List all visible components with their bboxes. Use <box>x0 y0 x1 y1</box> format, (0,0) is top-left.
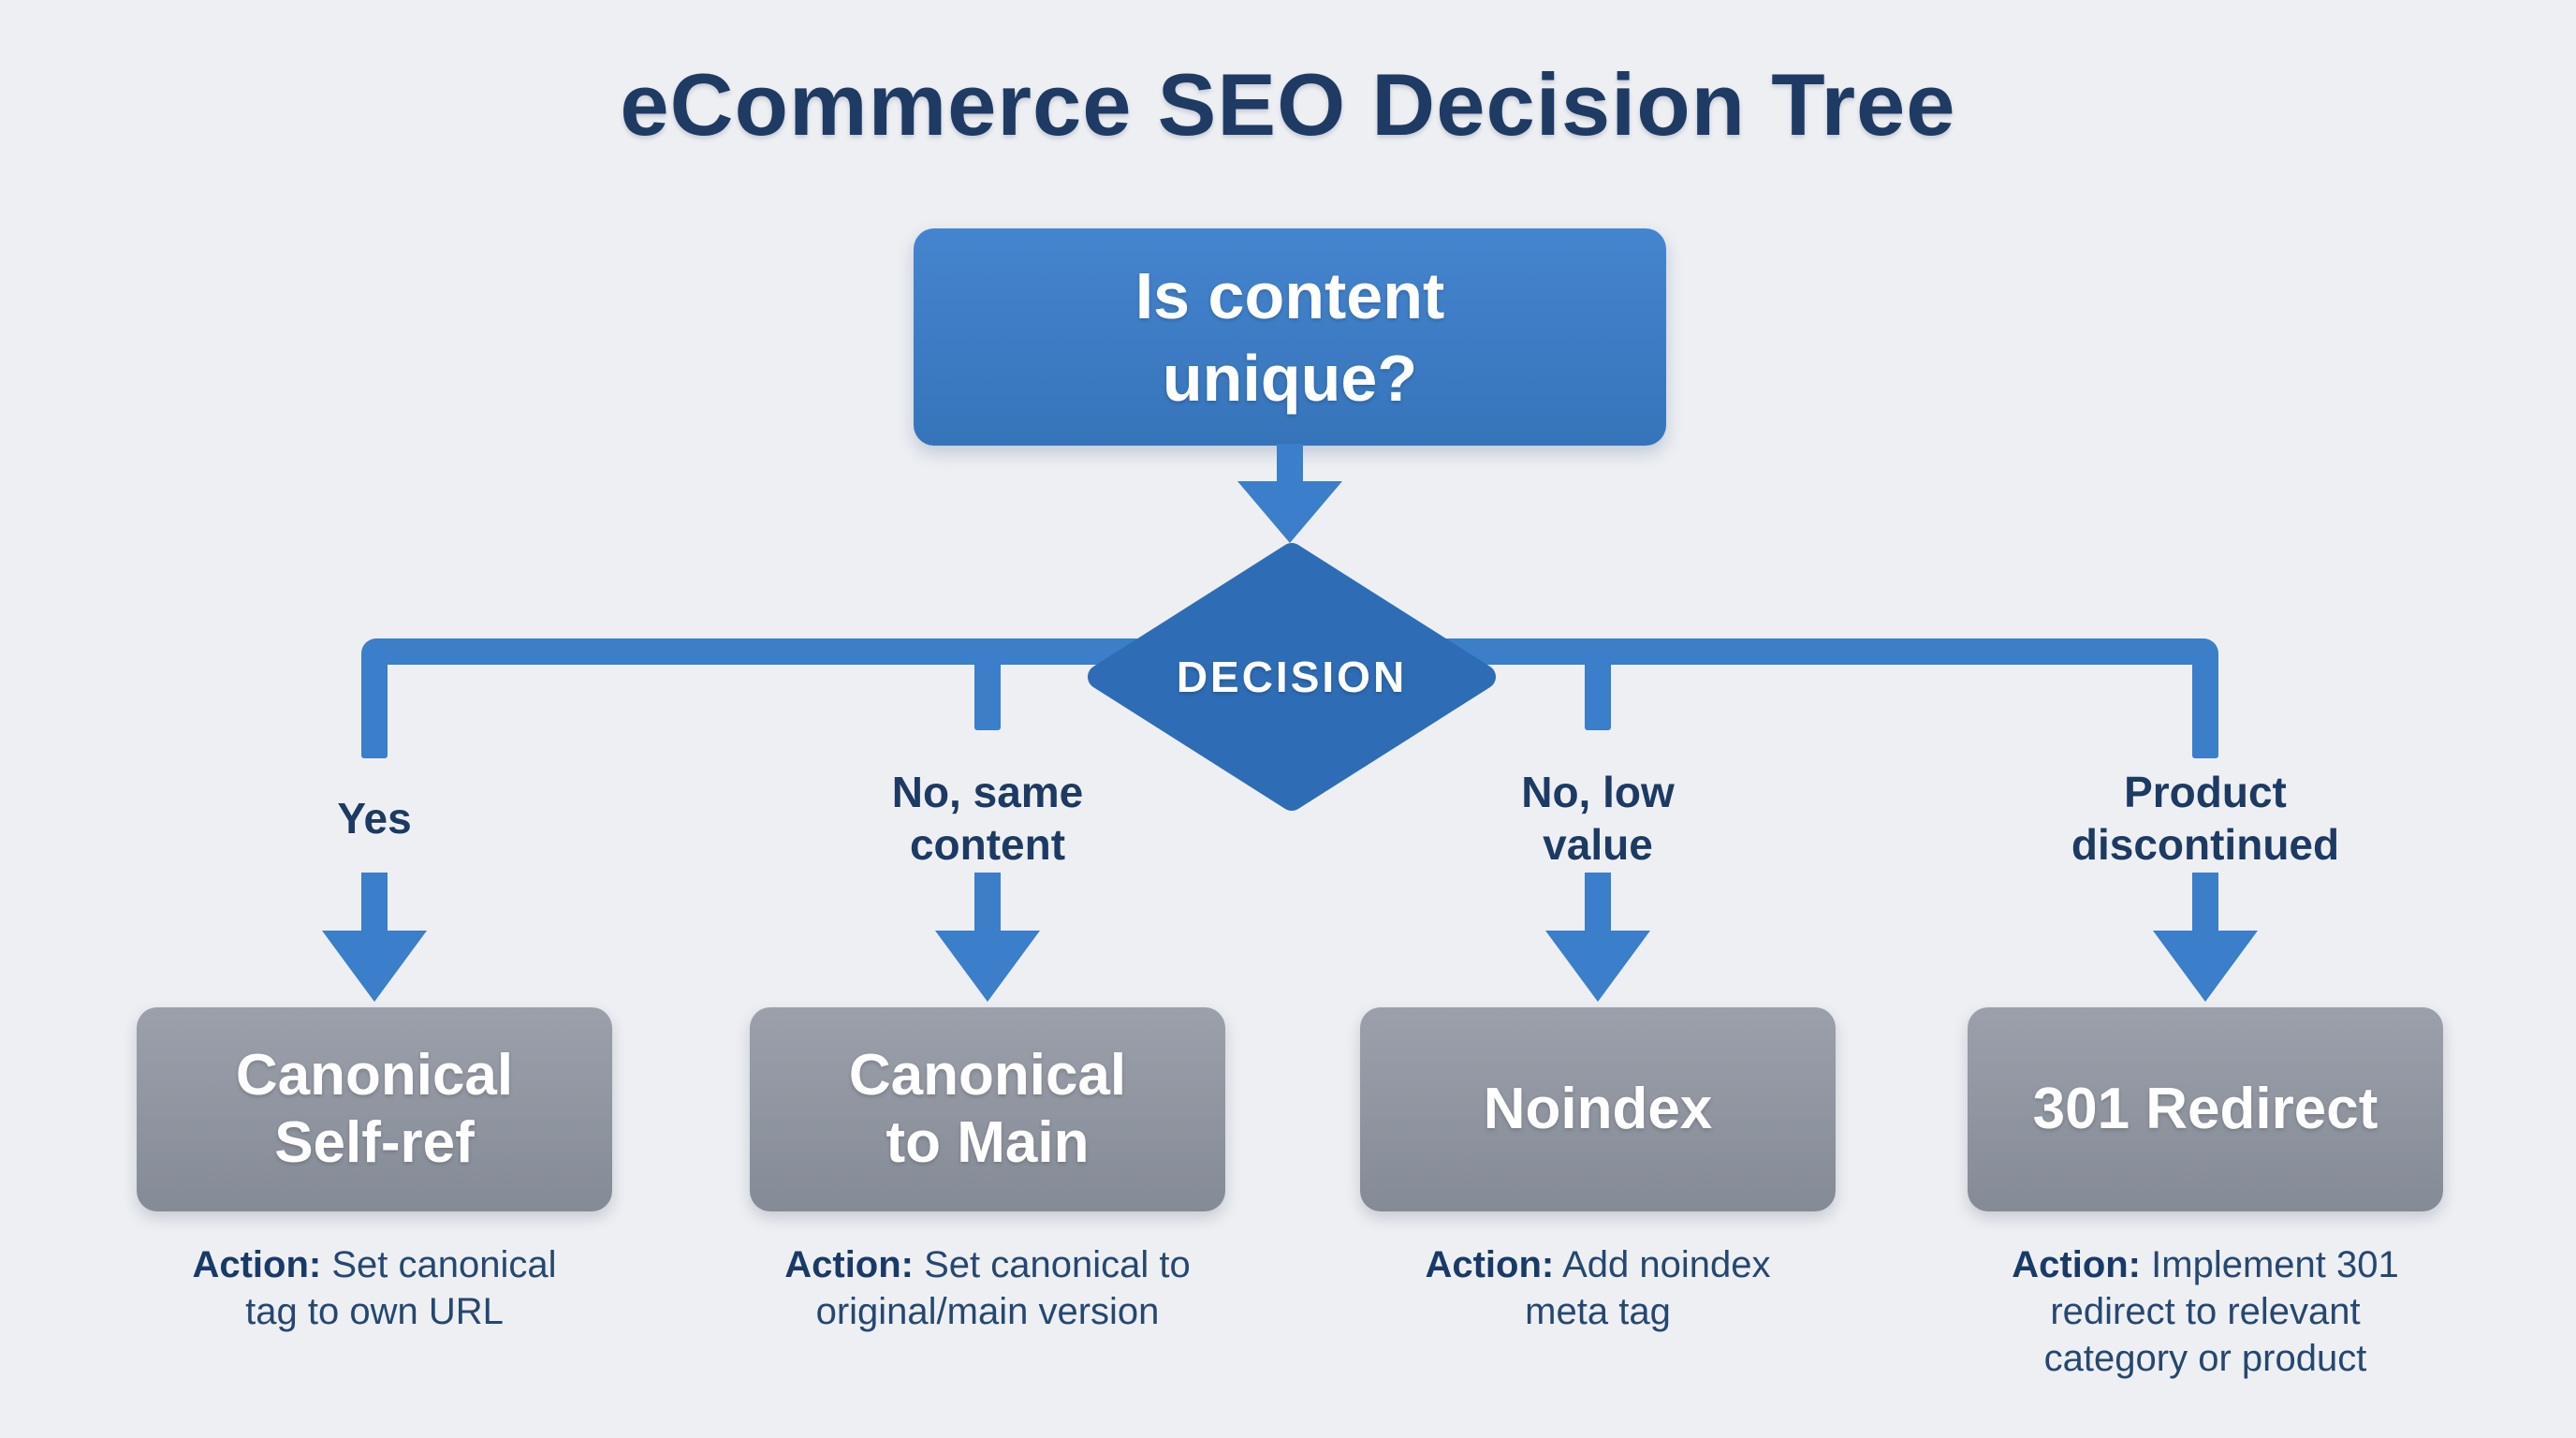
branch-condition-label: No, low value <box>1521 767 1675 869</box>
branch-stub-yes <box>361 655 388 758</box>
action-note: Action: Set canonical tag to own URL <box>75 1241 674 1335</box>
action-prefix: Action: <box>784 1244 914 1285</box>
arrow-stem <box>1277 444 1303 481</box>
arrow-head-icon <box>1545 931 1650 1002</box>
outcome-label: Noindex <box>1483 1077 1713 1142</box>
arrow-to-outcome <box>322 873 427 1002</box>
outcome-node-noindex: Noindex <box>1360 1007 1836 1211</box>
outcome-label: Canonical Self-ref <box>235 1043 514 1175</box>
branch-stub-discontinued <box>2192 655 2218 758</box>
arrow-head-icon <box>935 931 1040 1002</box>
branch-condition-label: No, same content <box>891 767 1084 869</box>
diamond-shape-icon <box>1088 543 1496 811</box>
arrow-stem <box>1585 873 1611 931</box>
root-question-node: Is content unique? <box>914 228 1666 446</box>
branch-stub-low-value <box>1585 655 1611 730</box>
branch-stub-same-content <box>974 655 1001 730</box>
action-text: Set canonical tag to own URL <box>245 1244 557 1332</box>
page-title: eCommerce SEO Decision Tree <box>620 55 1956 154</box>
action-text: Add noindex meta tag <box>1525 1244 1771 1332</box>
action-note: Action: Add noindex meta tag <box>1298 1241 1897 1335</box>
branch-no-same-content: No, same content Canonical to Main Actio… <box>688 0 1287 1438</box>
outcome-node-301-redirect: 301 Redirect <box>1968 1007 2443 1211</box>
action-note: Action: Implement 301 redirect to releva… <box>1906 1241 2505 1382</box>
arrow-question-to-decision <box>1237 444 1342 543</box>
arrow-stem <box>361 873 388 931</box>
arrow-to-outcome <box>1545 873 1650 1002</box>
arrow-stem <box>974 873 1001 931</box>
root-question-label: Is content unique? <box>1134 258 1445 415</box>
action-text: Set canonical to original/main version <box>815 1244 1191 1332</box>
branch-condition-label: Yes <box>337 793 412 843</box>
action-prefix: Action: <box>1425 1244 1555 1285</box>
branch-yes: Yes Canonical Self-ref Action: Set canon… <box>75 0 674 1438</box>
arrow-to-outcome <box>935 873 1040 1002</box>
action-prefix: Action: <box>192 1244 322 1285</box>
outcome-label: 301 Redirect <box>2032 1077 2378 1142</box>
arrow-head-icon <box>2153 931 2258 1002</box>
action-prefix: Action: <box>2012 1244 2142 1285</box>
action-text: Implement 301 redirect to relevant categ… <box>2043 1244 2399 1379</box>
arrow-head-icon <box>1237 481 1342 543</box>
arrow-stem <box>2192 873 2218 931</box>
decision-node: DECISION <box>1086 541 1498 813</box>
branch-condition-label: Product discontinued <box>2071 767 2340 869</box>
arrow-head-icon <box>322 931 427 1002</box>
outcome-node-canonical-to-main: Canonical to Main <box>750 1007 1225 1211</box>
branch-product-discontinued: Product discontinued 301 Redirect Action… <box>1906 0 2505 1438</box>
decision-node-label: DECISION <box>1176 653 1408 701</box>
outcome-node-canonical-self-ref: Canonical Self-ref <box>137 1007 612 1211</box>
action-note: Action: Set canonical to original/main v… <box>688 1241 1287 1335</box>
branch-no-low-value: No, low value Noindex Action: Add noinde… <box>1298 0 1897 1438</box>
arrow-to-outcome <box>2153 873 2258 1002</box>
outcome-label: Canonical to Main <box>848 1043 1127 1175</box>
